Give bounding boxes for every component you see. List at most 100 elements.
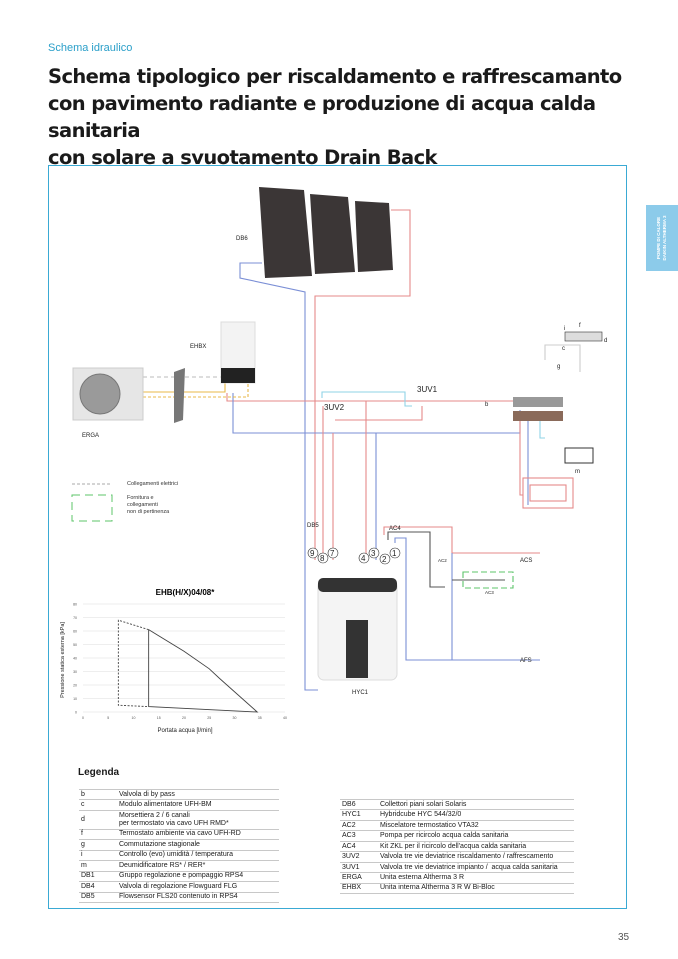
label-ac4: AC4 — [389, 526, 401, 532]
tank-panel — [346, 620, 368, 678]
pipe — [539, 420, 545, 439]
legend-code: DB1 — [79, 871, 117, 883]
pump-curve — [148, 629, 259, 713]
y-tick-label: 60 — [73, 630, 77, 634]
chart-xlabel: Portata acqua [l/min] — [157, 728, 212, 734]
x-tick-label: 20 — [182, 716, 186, 720]
legend-code: d — [79, 810, 117, 830]
manifold-flow — [513, 397, 563, 407]
supply-key-box — [71, 494, 113, 522]
solar-panel — [259, 187, 312, 278]
legend-code: AC2 — [340, 820, 378, 832]
pressure-chart: EHB(H/X)04/08* Portata acqua [l/min] Pre… — [60, 588, 287, 734]
manifold-return — [513, 411, 563, 421]
x-tick-label: 0 — [82, 716, 84, 720]
chart-title: EHB(H/X)04/08* — [156, 588, 216, 597]
legend-code: i — [79, 850, 117, 862]
label-c: c — [562, 346, 565, 352]
legend-code: c — [79, 799, 117, 811]
label-db6: DB6 — [236, 236, 248, 242]
label-b: b — [485, 402, 489, 408]
solar-panel — [310, 194, 355, 274]
x-tick-label: 5 — [107, 716, 109, 720]
chart-ylabel: Pressione statica esterna [kPa] — [60, 622, 66, 698]
flow-pipe — [226, 393, 520, 402]
x-tick-label: 40 — [283, 716, 287, 720]
port-4: 4 — [361, 554, 366, 563]
port-8: 8 — [320, 554, 325, 563]
pipe — [304, 560, 318, 691]
port-7: 7 — [330, 549, 335, 558]
control-line — [544, 344, 581, 372]
label-db5: DB5 — [307, 523, 319, 529]
ac3-box — [462, 571, 514, 589]
page-number: 35 — [618, 932, 630, 943]
legend-desc: Miscelatore termostatico VTA32 — [378, 820, 574, 832]
legend-code: DB6 — [340, 798, 378, 811]
label-hyc1: HYC1 — [352, 690, 369, 696]
pipe — [519, 420, 523, 496]
return-pipe — [232, 393, 521, 434]
wall-screen — [174, 368, 185, 423]
legend-desc: Kit ZKL per il ricircolo dell'acqua cald… — [378, 841, 574, 853]
y-tick-label: 10 — [73, 697, 77, 701]
legend-desc: Flowsensor FLS20 contenuto in RPS4 — [117, 892, 279, 904]
fan-icon — [79, 373, 121, 415]
legend-code: AC4 — [340, 841, 378, 853]
legend-code: HYC1 — [340, 809, 378, 821]
refrigerant-line — [143, 383, 249, 398]
bypass-pipe — [321, 391, 412, 407]
acs-pipe — [383, 526, 540, 554]
legend-desc: Unita interna Altherma 3 R W Bi-Bloc — [378, 883, 574, 895]
legend-code: 3UV2 — [340, 851, 378, 863]
y-tick-label: 20 — [73, 684, 77, 688]
recirc-pipe — [387, 531, 445, 588]
dashed-curve — [117, 619, 149, 708]
legend-code: 3UV1 — [340, 862, 378, 874]
title-line: Schema tipologico per riscaldamento e ra… — [48, 65, 622, 88]
legend-code: b — [79, 788, 117, 801]
legend-desc: Collettori piani solari Solaris — [378, 798, 574, 811]
y-tick-label: 30 — [73, 670, 77, 674]
label-m: m — [575, 469, 580, 475]
label-ehbx: EHBX — [190, 344, 206, 350]
label-ac2: AC2 — [438, 558, 447, 563]
legend-desc: Termostato ambiente via cavo UFH-RD — [117, 829, 279, 841]
title-line: con solare a svuotamento Drain Back — [48, 146, 438, 169]
diagram-frame — [48, 165, 627, 909]
label-d: d — [604, 338, 607, 344]
side-tab: POMPE DI CALORE DAIKIN ALTHERMA 3 — [646, 205, 678, 271]
legend-desc: Unita esterna Altherma 3 R — [378, 872, 574, 884]
section-label: Schema idraulico — [48, 42, 133, 54]
label-afs: AFS — [520, 658, 532, 664]
key-electric-label: Collegamenti elettrici — [127, 481, 179, 487]
legend-code: DB4 — [79, 881, 117, 893]
legend-desc: Deumidificatore RS* / RER* — [117, 860, 279, 872]
tank-top — [318, 578, 397, 592]
refrigerant-line — [143, 383, 226, 393]
x-tick-label: 30 — [233, 716, 237, 720]
legend-desc: Valvola tre vie deviatrice riscaldamento… — [378, 851, 574, 863]
x-tick-label: 35 — [258, 716, 262, 720]
radiant-floor — [522, 477, 574, 509]
legend-code: EHBX — [340, 883, 378, 895]
label-f: f — [579, 323, 581, 329]
